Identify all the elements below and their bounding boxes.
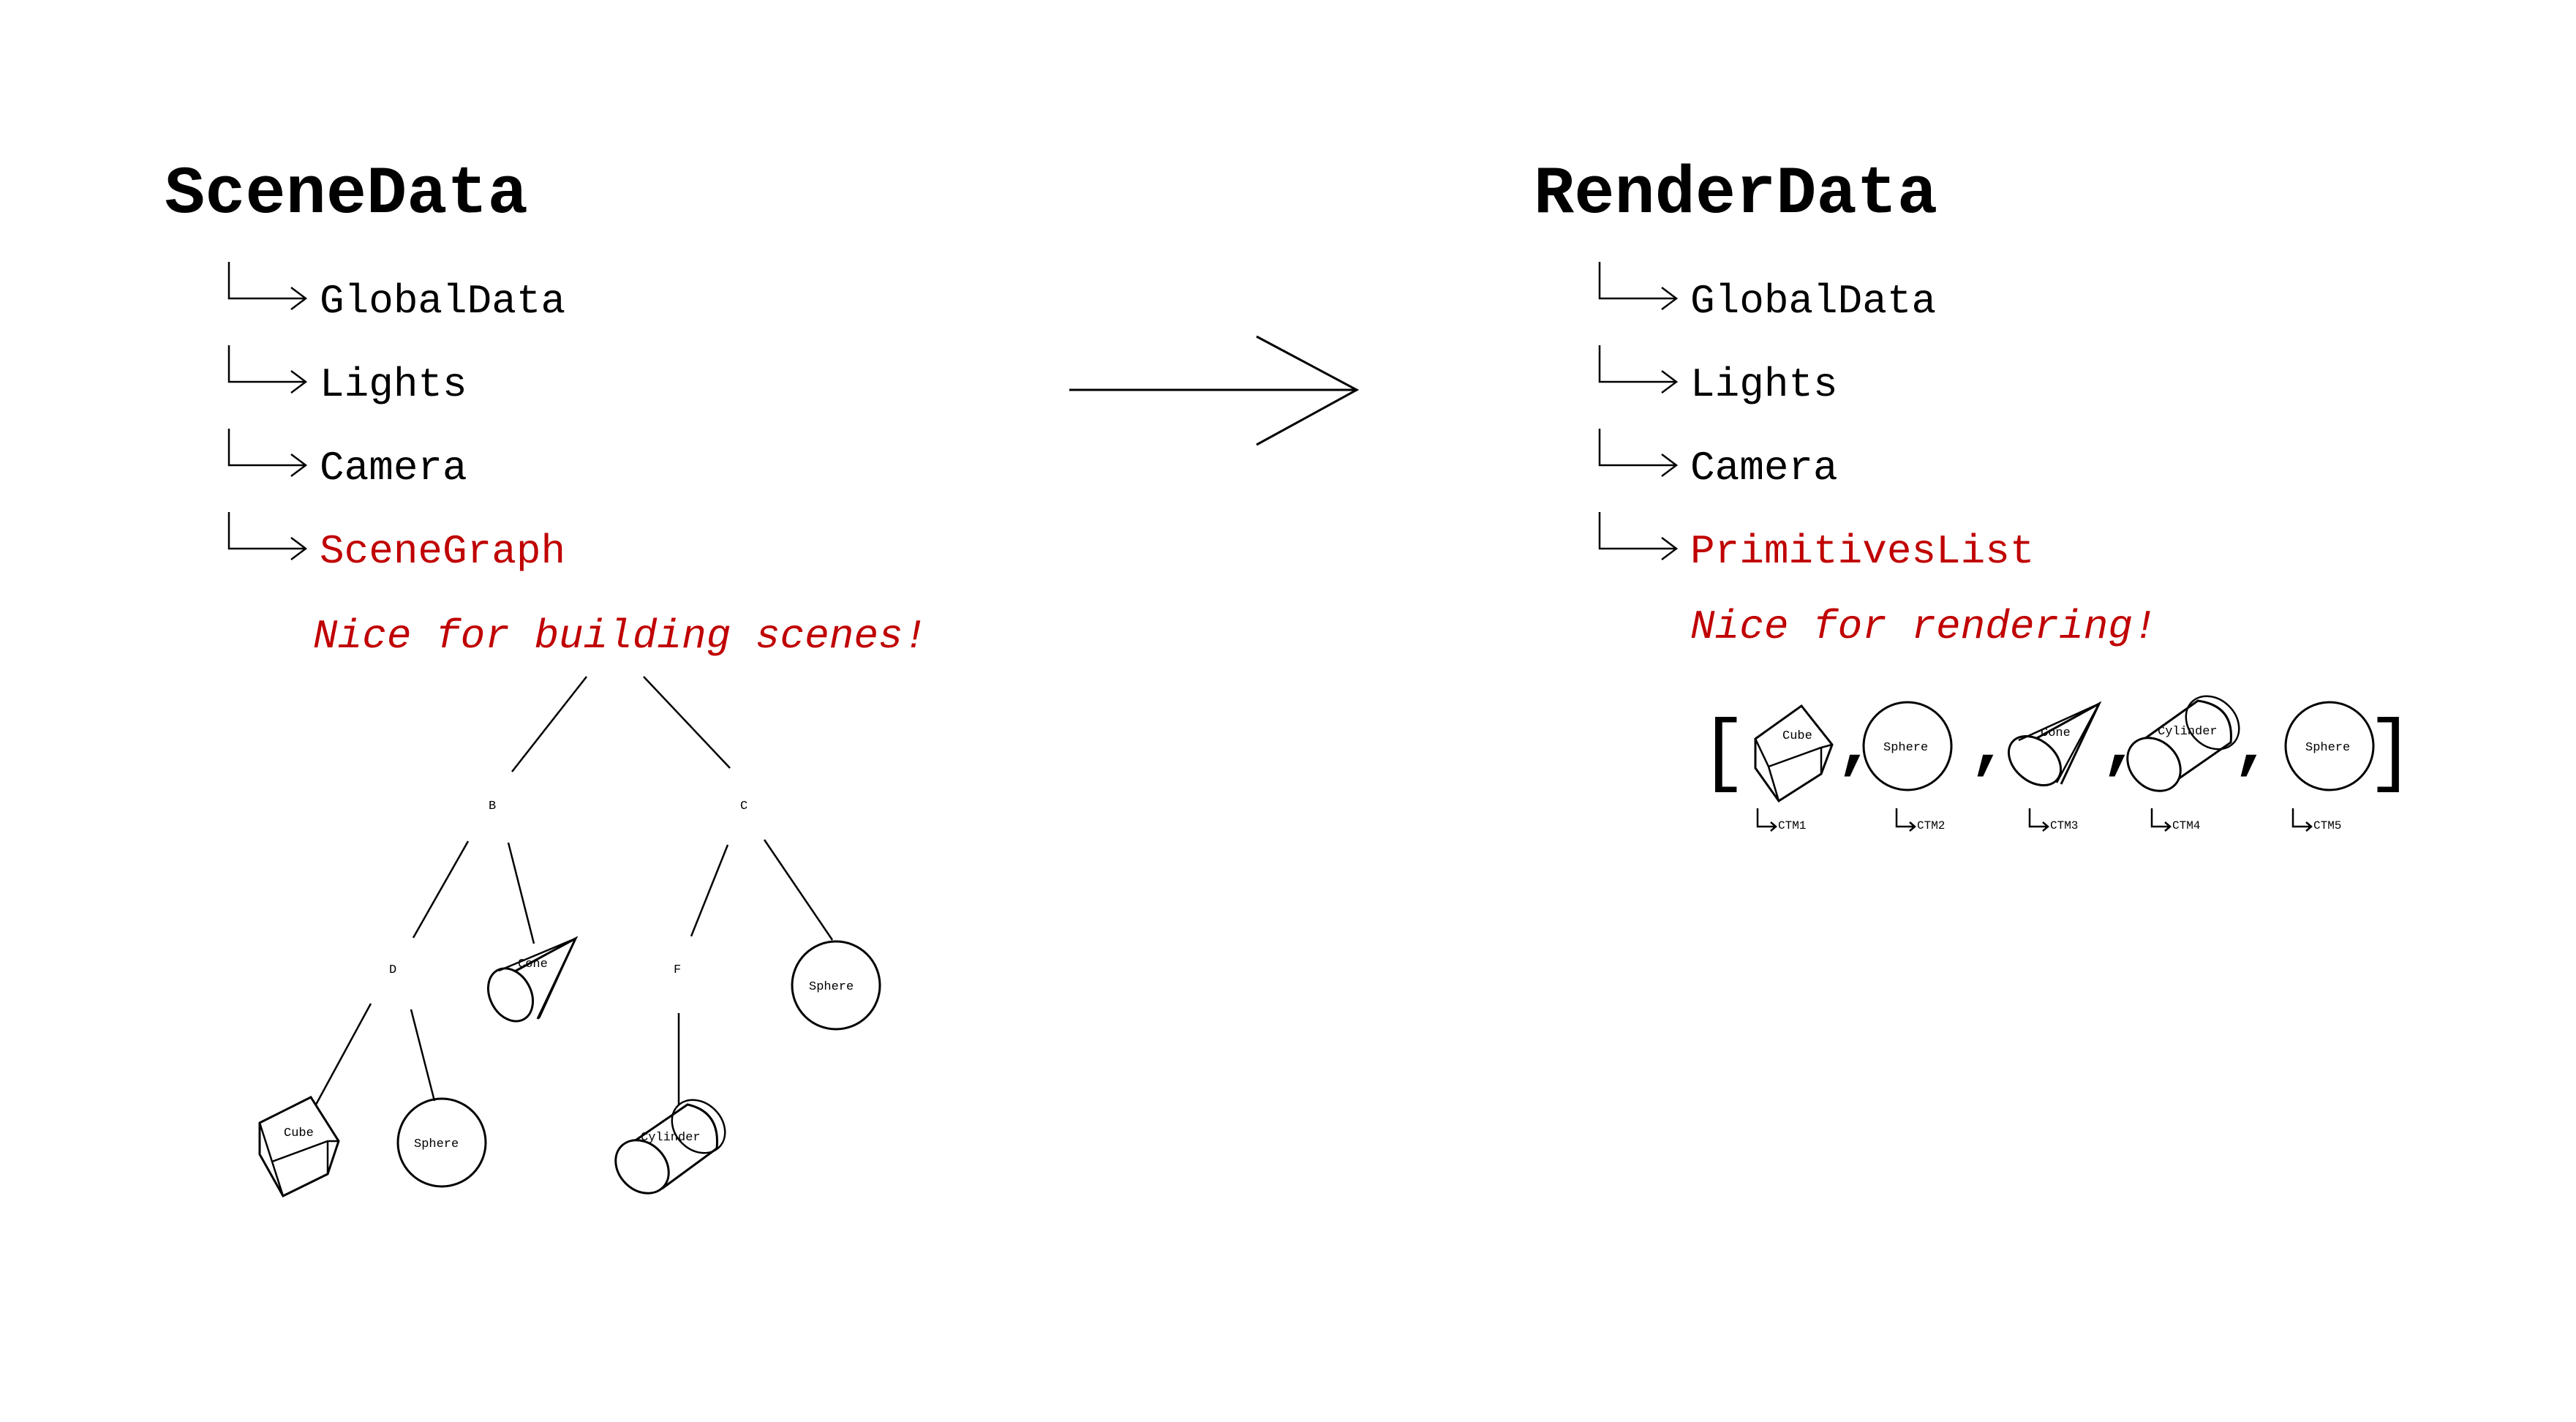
sphere-icon	[2284, 701, 2375, 791]
tree-arrow-icon	[227, 512, 308, 560]
tree-node-d: D	[389, 963, 396, 977]
render-data-item-primitiveslist: PrimitivesList	[1598, 512, 2034, 575]
ctm-arrow-icon	[1895, 808, 1916, 832]
ctm-label: CTM1	[1778, 819, 1806, 832]
item-label: Lights	[1690, 361, 1838, 408]
ctm-arrow-icon	[2028, 808, 2049, 832]
cube-label: Cube	[1782, 729, 1812, 743]
item-label: Camera	[320, 445, 467, 492]
cone-label: Cone	[2041, 726, 2071, 740]
scene-data-note: Nice for building scenes!	[313, 613, 927, 660]
list-separator: ,	[2232, 708, 2272, 785]
cylinder-icon	[2126, 695, 2240, 792]
scene-data-item-camera: Camera	[227, 429, 467, 492]
ctm-label: CTM5	[2313, 819, 2341, 832]
list-item-sphere: Sphere CTM5	[2284, 701, 2375, 832]
scene-data-title: SceneData	[165, 156, 528, 233]
list-item-sphere: Sphere CTM2	[1862, 701, 1953, 832]
tree-arrow-icon	[227, 429, 308, 477]
list-item-cube: Cube CTM1	[1754, 704, 1834, 832]
cylinder-label: Cylinder	[641, 1131, 701, 1145]
tree-edge	[507, 842, 535, 944]
tree-node-b: B	[489, 800, 496, 813]
ctm-label: CTM4	[2172, 819, 2200, 832]
primitives-list: [ ] , , , , Cube CTM1 Sphere CTM2	[1699, 695, 2415, 832]
tree-arrow-icon	[227, 345, 308, 394]
render-data-item-lights: Lights	[1598, 345, 1838, 408]
ctm-arrow-icon	[2150, 808, 2172, 832]
tree-edge	[315, 1003, 372, 1105]
sphere-label: Sphere	[2305, 741, 2350, 755]
sphere-icon	[1862, 701, 1953, 791]
sphere-icon	[396, 1097, 487, 1188]
item-label: Lights	[320, 361, 467, 408]
scene-data-item-scenegraph: SceneGraph	[227, 512, 565, 575]
tree-edge	[412, 840, 470, 938]
tree-arrow-icon	[1598, 512, 1679, 560]
tree-arrow-icon	[1598, 262, 1679, 310]
sphere-label: Sphere	[1883, 741, 1928, 755]
list-item-cone: Cone CTM3	[2007, 701, 2102, 832]
ctm-label: CTM3	[2050, 819, 2078, 832]
render-data-title: RenderData	[1534, 156, 1937, 233]
sphere-label: Sphere	[414, 1137, 459, 1151]
list-open-bracket: [	[1699, 709, 1747, 800]
list-separator: ,	[1969, 708, 2009, 785]
render-data-panel: RenderData GlobalData Lights Camera Prim…	[1534, 156, 2415, 832]
tree-edge	[643, 676, 731, 769]
cone-label: Cone	[518, 958, 548, 971]
item-label: SceneGraph	[320, 528, 565, 575]
transform-arrow-icon	[1069, 335, 1360, 446]
item-label: GlobalData	[320, 278, 565, 325]
cube-icon	[1754, 704, 1834, 803]
cube-label: Cube	[284, 1126, 314, 1140]
ctm-label: CTM2	[1917, 819, 1945, 832]
tree-arrow-icon	[1598, 345, 1679, 394]
item-label: Camera	[1690, 445, 1838, 492]
list-item-cylinder: Cylinder CTM4	[2126, 695, 2240, 832]
render-data-item-globaldata: GlobalData	[1598, 262, 1936, 325]
cone-icon	[487, 936, 579, 1023]
cone-icon	[2007, 701, 2102, 786]
cylinder-label: Cylinder	[2158, 725, 2218, 739]
item-label: PrimitivesList	[1690, 528, 2034, 575]
scene-data-item-lights: Lights	[227, 345, 467, 408]
render-data-note: Nice for rendering!	[1690, 603, 2158, 650]
sphere-label: Sphere	[809, 980, 854, 994]
tree-arrow-icon	[1598, 429, 1679, 477]
tree-edge	[410, 1009, 436, 1102]
tree-arrow-icon	[227, 262, 308, 310]
ctm-arrow-icon	[2291, 808, 2313, 832]
item-label: GlobalData	[1690, 278, 1936, 325]
ctm-arrow-icon	[1756, 808, 1777, 832]
scene-data-panel: SceneData GlobalData Lights Camera Scene…	[165, 156, 927, 1197]
cylinder-icon	[614, 1099, 726, 1195]
cube-icon	[258, 1096, 340, 1197]
sphere-icon	[791, 940, 881, 1031]
tree-edge	[763, 839, 834, 941]
list-close-bracket: ]	[2367, 709, 2415, 800]
tree-edge	[511, 676, 587, 772]
scene-graph-tree: B C D F Cone Sphere	[258, 676, 881, 1197]
list-separator: ,	[1836, 708, 1876, 785]
tree-node-c: C	[740, 800, 747, 813]
scene-data-item-globaldata: GlobalData	[227, 262, 565, 325]
tree-node-f: F	[674, 963, 681, 977]
tree-edge	[690, 844, 729, 937]
render-data-item-camera: Camera	[1598, 429, 1838, 492]
